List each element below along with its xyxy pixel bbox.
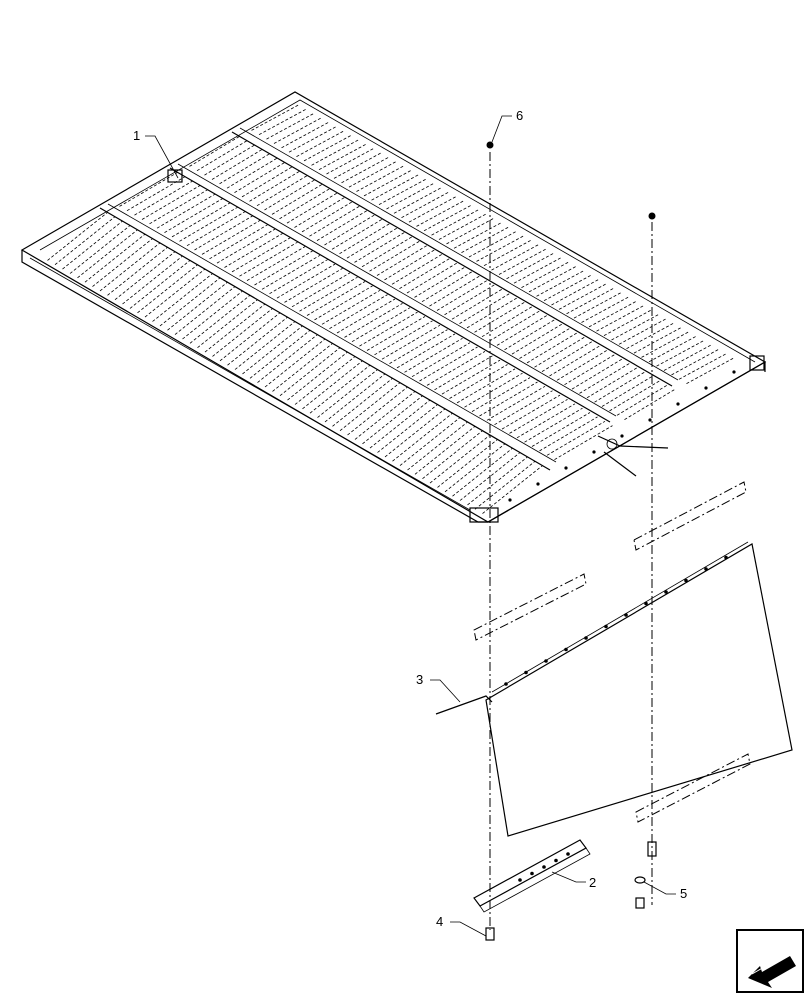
callout-5: 5 [680, 886, 687, 901]
callout-leaders [145, 115, 676, 937]
upper-strip-left [473, 573, 587, 641]
clamp-bar-holes [518, 852, 570, 882]
upper-strip-right [633, 481, 747, 551]
callout-1: 1 [133, 128, 140, 143]
sieve-assembly [20, 91, 767, 523]
seal-plate-part-3 [435, 541, 793, 837]
sieve-lamellae [47, 104, 735, 514]
lower-strip [635, 753, 751, 823]
bolt-part-5 [634, 841, 657, 909]
frame-holes [508, 370, 736, 502]
callout-4: 4 [436, 914, 443, 929]
clamp-bar-part-2 [473, 839, 591, 913]
callout-3: 3 [416, 672, 423, 687]
callout-6: 6 [516, 108, 523, 123]
nut-part-6 [486, 141, 656, 220]
bolt-part-4 [485, 927, 495, 941]
back-arrow-icon[interactable] [736, 929, 804, 993]
callout-2: 2 [589, 875, 596, 890]
seal-plate-holes [504, 555, 728, 686]
